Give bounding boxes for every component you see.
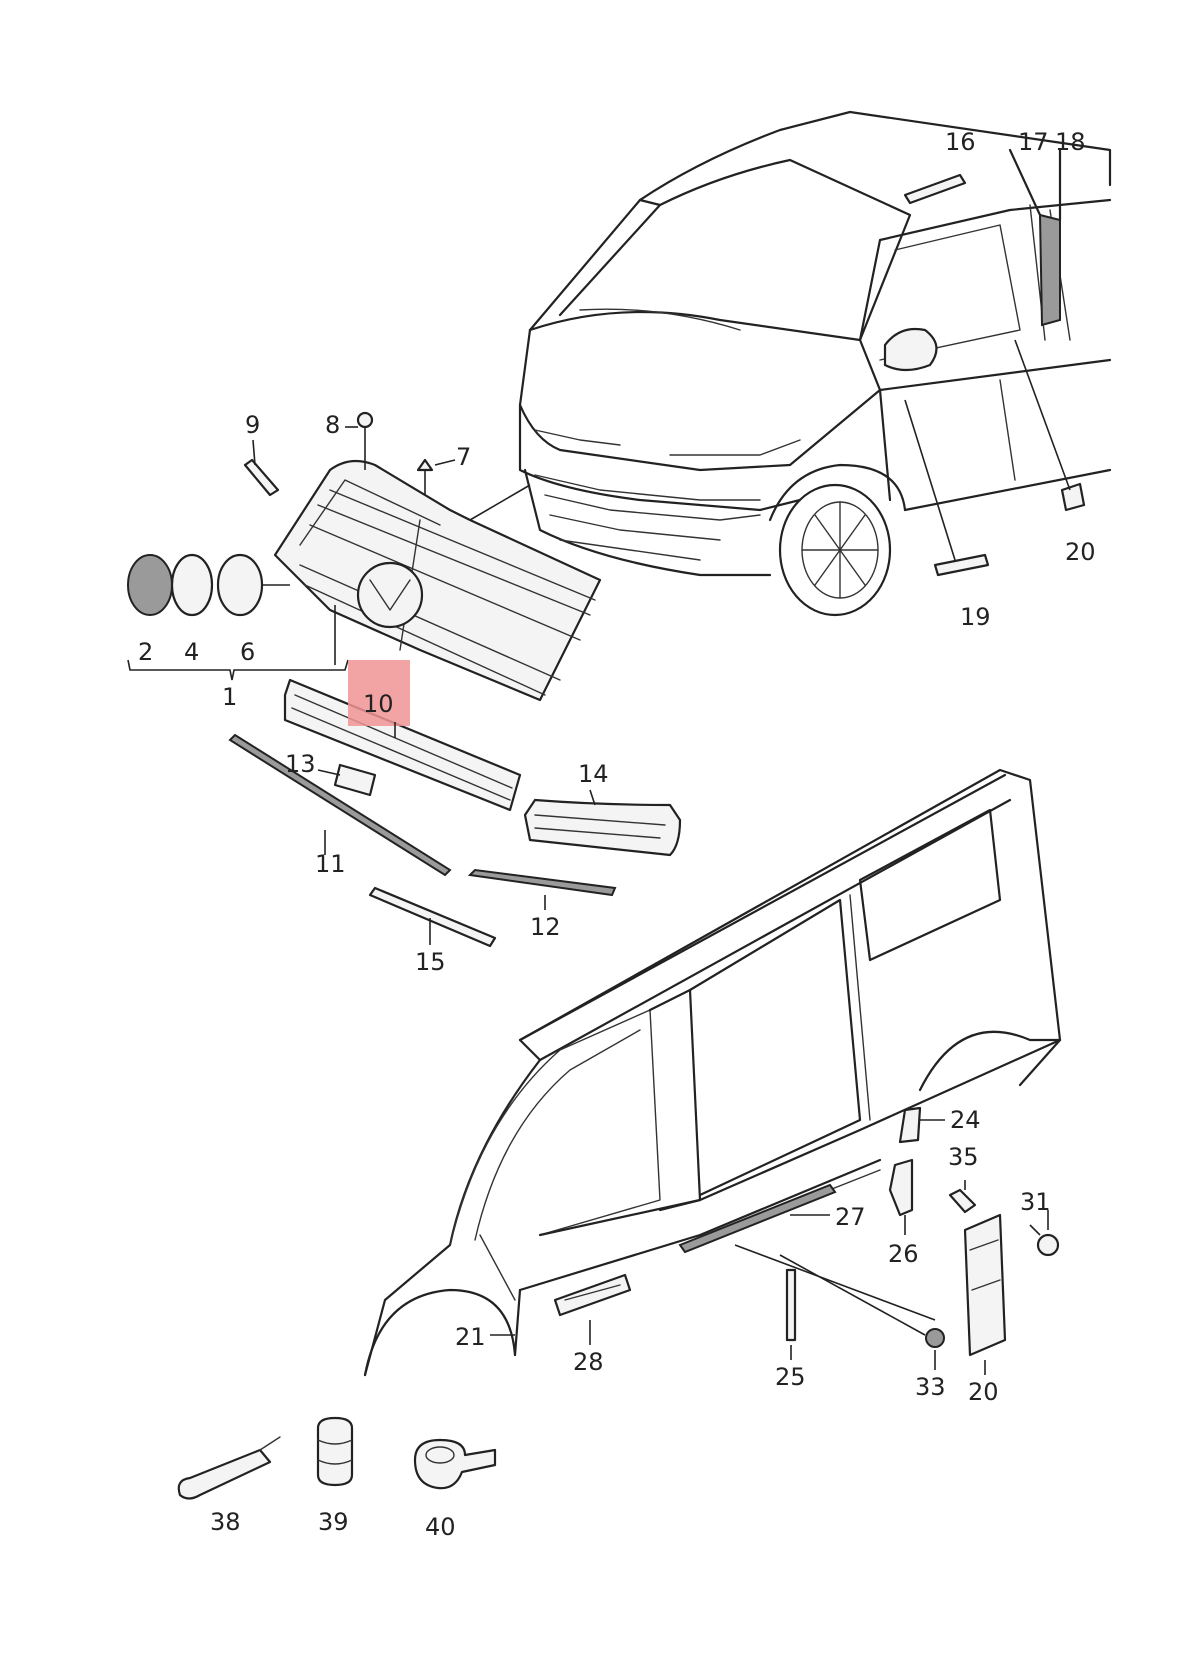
label-24: 24 <box>950 1106 981 1134</box>
van-front-view <box>518 110 1112 617</box>
label-40: 40 <box>425 1513 456 1541</box>
label-11: 11 <box>315 850 346 878</box>
label-38: 38 <box>210 1508 241 1536</box>
label-35: 35 <box>948 1143 979 1171</box>
side-body-view <box>363 768 1062 1377</box>
label-10: 10 <box>363 690 394 718</box>
label-8: 8 <box>325 411 340 439</box>
label-14: 14 <box>578 760 609 788</box>
label-7: 7 <box>456 443 471 471</box>
label-31: 31 <box>1020 1188 1051 1216</box>
label-39: 39 <box>318 1508 349 1536</box>
label-20-top: 20 <box>1065 538 1096 566</box>
label-2: 2 <box>138 638 153 666</box>
label-15: 15 <box>415 948 446 976</box>
label-4: 4 <box>184 638 199 666</box>
label-13: 13 <box>285 750 316 778</box>
label-16: 16 <box>945 128 976 156</box>
label-25: 25 <box>775 1363 806 1391</box>
label-17: 17 <box>1018 128 1049 156</box>
label-1: 1 <box>222 683 237 711</box>
label-6: 6 <box>240 638 255 666</box>
part-labels: 1 2 4 6 7 8 9 10 11 12 13 14 15 16 17 18… <box>138 128 1096 1541</box>
label-9: 9 <box>245 411 260 439</box>
loose-parts <box>177 1416 497 1500</box>
label-20-bottom: 20 <box>968 1378 999 1406</box>
label-18: 18 <box>1055 128 1086 156</box>
label-12: 12 <box>530 913 561 941</box>
highlight-box-part-10 <box>348 660 410 726</box>
label-19: 19 <box>960 603 991 631</box>
label-26: 26 <box>888 1240 919 1268</box>
label-21: 21 <box>455 1323 486 1351</box>
label-33: 33 <box>915 1373 946 1401</box>
label-27: 27 <box>835 1203 866 1231</box>
grille-assembly <box>127 411 682 948</box>
label-28: 28 <box>573 1348 604 1376</box>
